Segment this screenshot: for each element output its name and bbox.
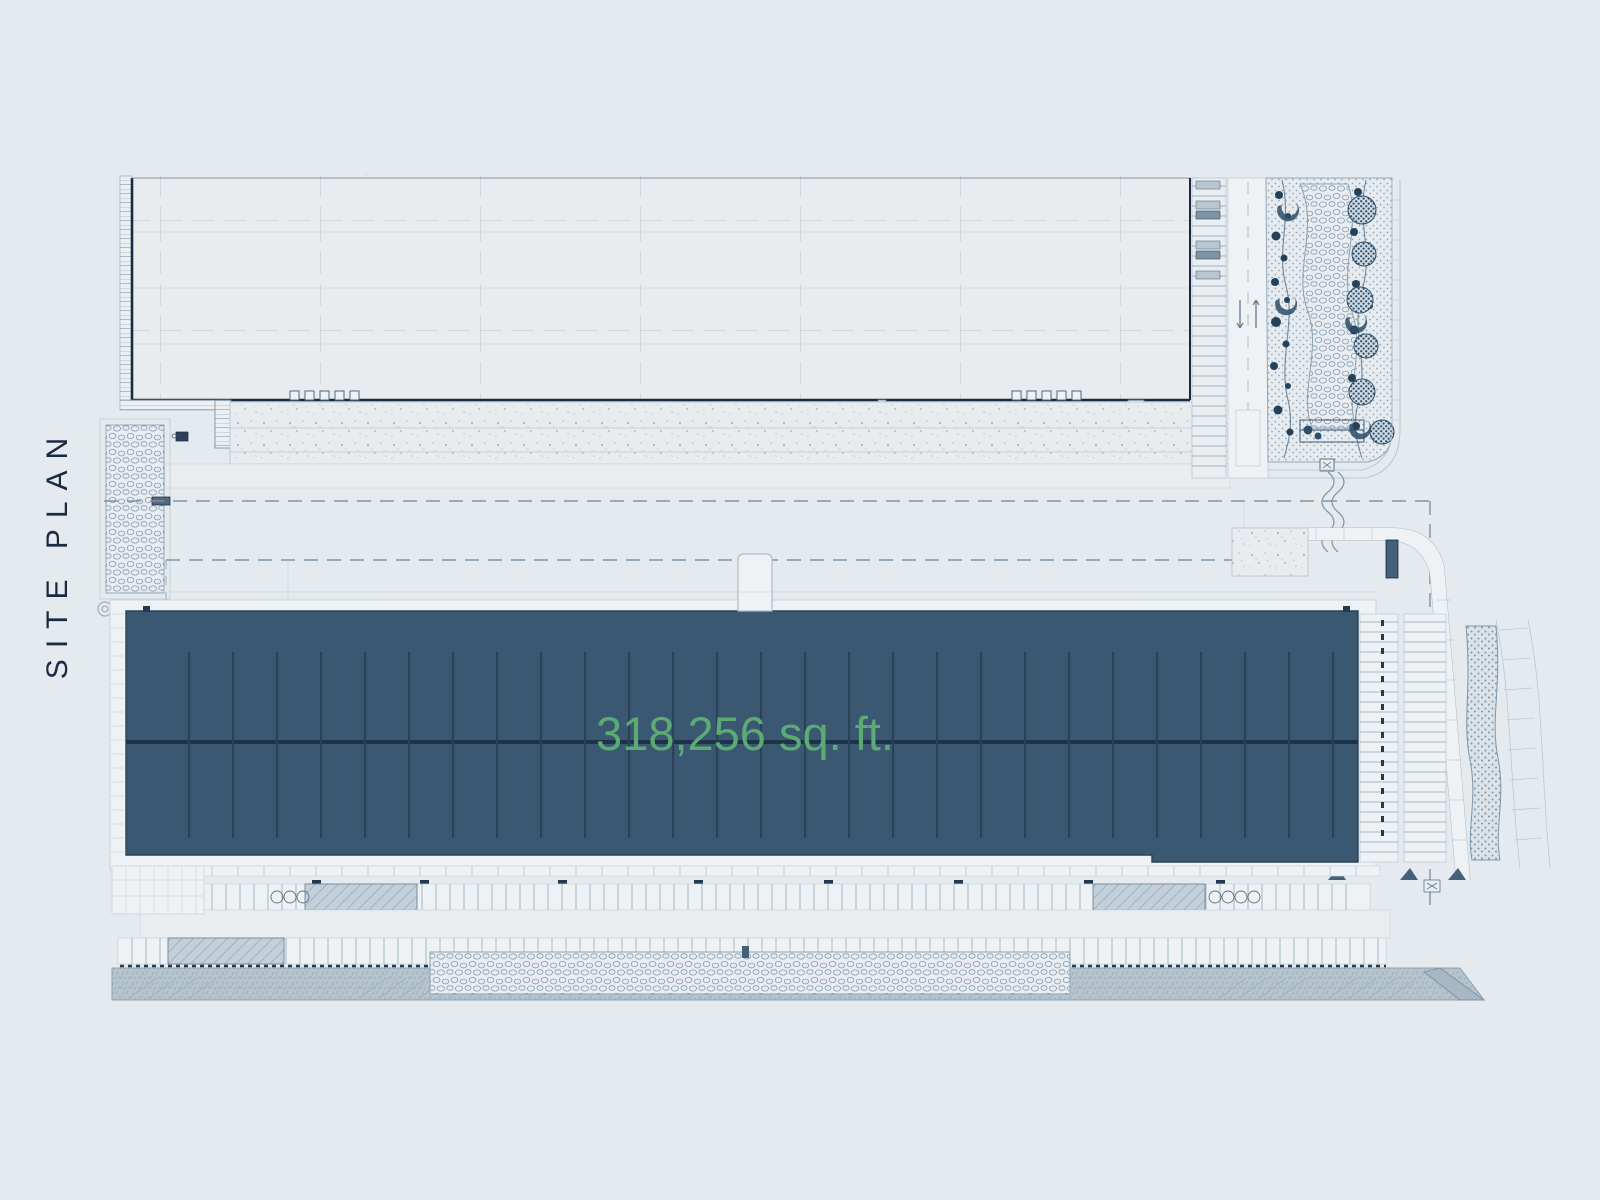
accessible-stalls-row-b — [167, 937, 285, 965]
parking-field-south — [117, 865, 1391, 968]
south-lot-west-end — [111, 865, 205, 915]
roof-bay-lines — [187, 652, 1335, 838]
drive-aisle-north — [1227, 177, 1269, 479]
parking-stall-lines-east-2 — [1404, 621, 1446, 853]
parking-field-east — [1328, 613, 1551, 880]
property-line — [104, 500, 1431, 905]
site-detail-callout — [1319, 458, 1335, 472]
wheel-stops-row-a — [312, 880, 1225, 884]
bike-rack-icons — [270, 890, 1261, 904]
parking-row-north — [1191, 177, 1227, 479]
construction-guides — [120, 172, 1376, 600]
landscape-buffer-south — [111, 946, 1486, 1001]
main-entry-vestibule — [737, 553, 773, 612]
upper-building-dock-doors — [289, 390, 1082, 401]
parked-car-symbols — [1195, 180, 1221, 280]
drive-aisle-south — [139, 909, 1391, 939]
roof-equipment — [143, 606, 1350, 612]
main-building-roof — [125, 610, 1359, 863]
accessible-stalls-east — [1092, 883, 1206, 911]
upper-building-footprint — [119, 175, 1191, 411]
wheel-stops-east — [1381, 620, 1384, 836]
east-access-drive — [1231, 527, 1471, 881]
site-equipment-transformer — [171, 431, 189, 442]
curb-ticks-row-a — [159, 866, 1357, 876]
accessible-stalls-west — [304, 883, 418, 911]
planter-detail — [1299, 419, 1365, 443]
parking-stall-lines-east-1 — [1360, 621, 1398, 853]
landscape-strip-west — [99, 418, 171, 600]
truck-court — [164, 401, 1231, 489]
main-building — [109, 553, 1377, 871]
direction-arrow-icons — [1236, 299, 1260, 329]
stone-inset-south — [429, 951, 1071, 995]
retention-island — [1465, 625, 1502, 861]
curb-radials-east — [1495, 619, 1551, 869]
site-callout-markers — [1423, 879, 1441, 893]
landscape-area-northeast — [1265, 177, 1395, 472]
tree-symbols — [1275, 195, 1395, 445]
upper-building-stair-1 — [214, 399, 232, 449]
curb-bands-northeast — [1268, 180, 1401, 479]
